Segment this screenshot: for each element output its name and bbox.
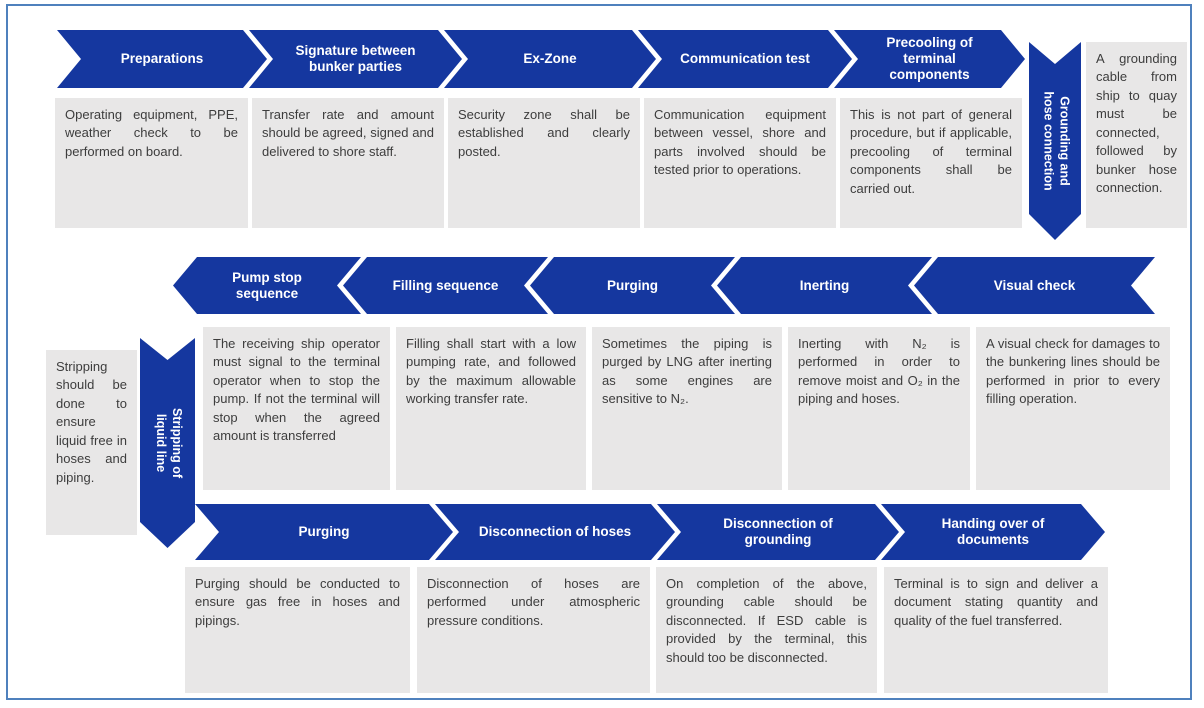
flow3-desc-handing-over-of-documents: Terminal is to sign and deliver a docume… — [884, 567, 1108, 693]
chevron-label: Disconnection of hoses — [478, 524, 632, 540]
chevron-label: Ex-Zone — [523, 51, 577, 67]
grounding-hose-connection-label: Grounding and hose connection — [1041, 91, 1071, 191]
stripping-liquid-line-label: Stripping of liquid line — [153, 407, 184, 479]
diagram-frame — [6, 4, 1192, 700]
flow1-desc-signature: Transfer rate and amount should be agree… — [252, 98, 444, 228]
flow3-desc-disconnection-of-hoses: Disconnection of hoses are performed und… — [417, 567, 650, 693]
flow2-step-pump-stop-sequence: Pump stop sequence — [173, 257, 361, 314]
grounding-hose-connection-note: A grounding cable from ship to quay must… — [1086, 42, 1187, 228]
flow3-desc-disconnection-of-grounding: On completion of the above, grounding ca… — [656, 567, 877, 693]
chevron-label: Purging — [298, 524, 350, 540]
stripping-liquid-line-arrow: Stripping of liquid line — [140, 338, 195, 548]
chevron-label: Filling sequence — [392, 277, 499, 293]
stripping-liquid-line-note: Stripping should be done to ensure liqui… — [46, 350, 137, 535]
flow1-desc-preparations: Operating equipment, PPE, weather check … — [55, 98, 248, 228]
flow2-step-visual-check: Visual check — [914, 257, 1155, 314]
flow2-desc-visual-check: A visual check for damages to the bunker… — [976, 327, 1170, 490]
flow3-step-handing-over-of-documents: Handing over of documents — [881, 504, 1105, 560]
flow1-step-communication-test: Communication test — [638, 30, 852, 88]
chevron-label: Preparations — [120, 51, 204, 67]
flow1-desc-ex-zone: Security zone shall be established and c… — [448, 98, 640, 228]
flow1-desc-communication-test: Communication equipment between vessel, … — [644, 98, 836, 228]
flow2-step-filling-sequence: Filling sequence — [343, 257, 548, 314]
chevron-label: Communication test — [680, 51, 810, 67]
flow3-desc-purging: Purging should be conducted to ensure ga… — [185, 567, 410, 693]
chevron-label: Handing over of documents — [941, 516, 1045, 547]
flow2-desc-purging: Sometimes the piping is purged by LNG af… — [592, 327, 782, 490]
flow3-step-disconnection-of-hoses: Disconnection of hoses — [435, 504, 675, 560]
flow1-step-precooling: Precooling of terminal components — [834, 30, 1025, 88]
flow2-desc-filling-sequence: Filling shall start with a low pumping r… — [396, 327, 586, 490]
chevron-label: Disconnection of grounding — [723, 516, 833, 547]
chevron-label: Visual check — [993, 277, 1076, 293]
chevron-label: Purging — [607, 277, 658, 293]
chevron-label: Inerting — [799, 277, 850, 293]
flow3-step-disconnection-of-grounding: Disconnection of grounding — [657, 504, 899, 560]
flow3-step-purging: Purging — [195, 504, 453, 560]
chevron-label: Precooling of terminal components — [886, 35, 973, 82]
flow1-desc-precooling: This is not part of general procedure, b… — [840, 98, 1022, 228]
flow1-step-ex-zone: Ex-Zone — [444, 30, 656, 88]
flow2-step-inerting: Inerting — [717, 257, 932, 314]
flow1-step-preparations: Preparations — [57, 30, 267, 88]
flow1-step-signature: Signature between bunker parties — [249, 30, 462, 88]
grounding-hose-connection-arrow: Grounding and hose connection — [1029, 42, 1081, 240]
flow2-step-purging: Purging — [530, 257, 735, 314]
flow2-desc-inerting: Inerting with N₂ is performed in order t… — [788, 327, 970, 490]
chevron-label: Pump stop sequence — [232, 269, 302, 301]
flow2-desc-pump-stop-sequence: The receiving ship operator must signal … — [203, 327, 390, 490]
chevron-label: Signature between bunker parties — [295, 43, 416, 74]
